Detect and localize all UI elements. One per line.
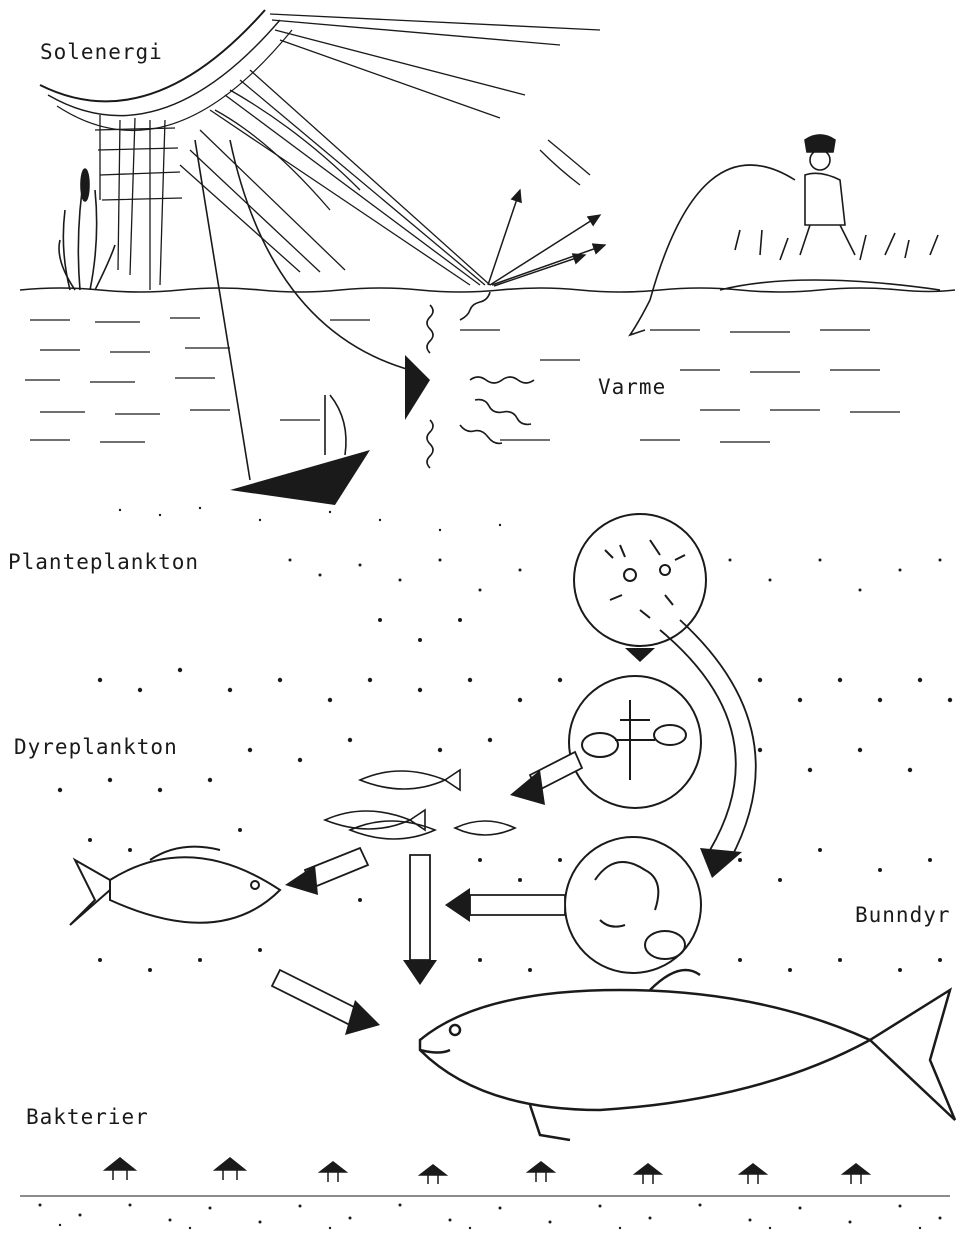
water-surface	[20, 288, 955, 292]
energy-arrows	[195, 140, 410, 480]
label-sun-energy: Solenergi	[40, 40, 163, 64]
label-zooplankton: Dyreplankton	[14, 735, 178, 759]
phyto-to-benthos-arrow	[660, 620, 756, 860]
zooplankton-circle	[569, 676, 701, 808]
fisherman	[630, 135, 940, 335]
reeds	[59, 169, 115, 290]
bacteria-huts	[105, 1158, 869, 1184]
block-arrowheads	[285, 865, 470, 1035]
energy-arrowhead-large	[230, 450, 370, 505]
perch	[70, 847, 280, 925]
sediment	[20, 1195, 950, 1229]
trout	[420, 970, 955, 1140]
small-fish	[325, 770, 515, 839]
water-dashes	[25, 318, 900, 442]
label-bacteria: Bakterier	[26, 1105, 149, 1129]
phyto-to-zoo-arrowhead	[625, 648, 655, 662]
energy-arrowhead-heat	[405, 355, 430, 420]
phyto-to-benthos-arrowhead	[700, 848, 742, 878]
heat-squiggles	[427, 292, 534, 468]
sun-rays	[95, 14, 600, 290]
sun	[40, 10, 292, 130]
benthos-circle	[565, 837, 701, 973]
label-heat: Varme	[598, 375, 666, 399]
label-benthos: Bunndyr	[855, 903, 951, 927]
label-phytoplankton: Planteplankton	[8, 550, 199, 574]
zoo-to-fish-arrowhead	[510, 770, 545, 805]
reflected-rays	[488, 190, 605, 286]
